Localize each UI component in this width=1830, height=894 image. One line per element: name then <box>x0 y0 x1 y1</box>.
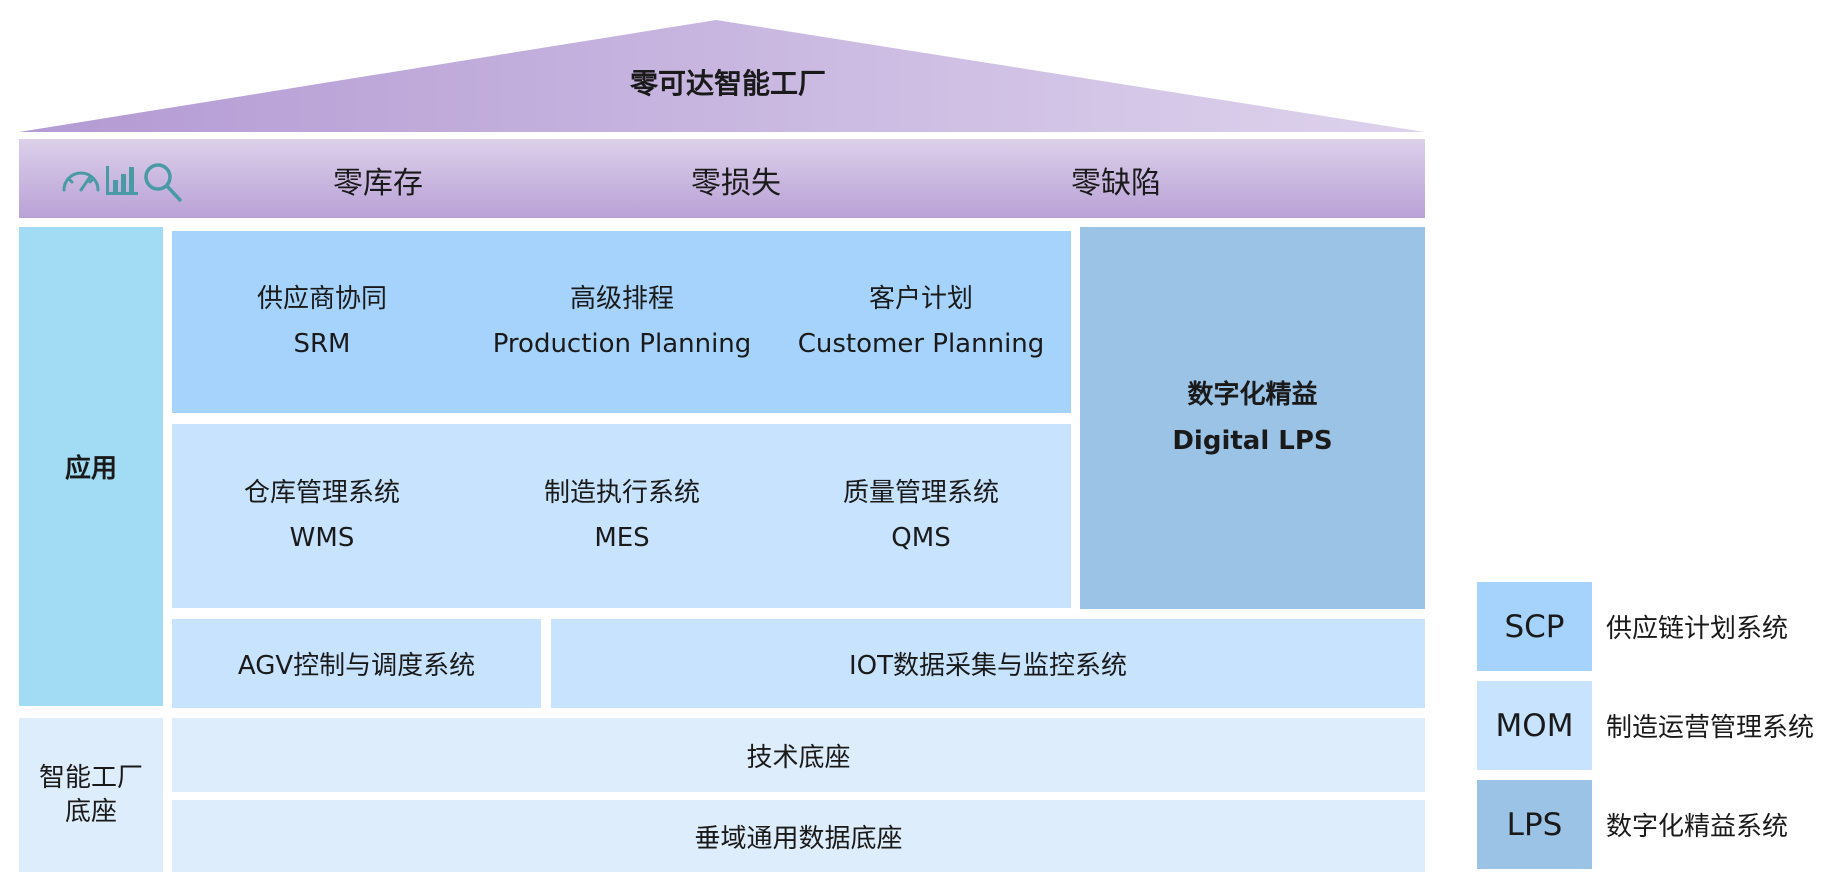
roof-triangle <box>19 20 1425 132</box>
kpi-icons <box>62 163 182 202</box>
module-wms: 仓库管理系统 WMS <box>172 424 472 608</box>
agv-system: AGV控制与调度系统 <box>172 619 541 708</box>
foundation-line-2: 底座 <box>64 797 117 827</box>
zero-defect: 零缺陷 <box>1071 166 1161 201</box>
module-mes-en: MES <box>594 523 650 553</box>
legend-scp-desc: 供应链计划系统 <box>1606 614 1789 644</box>
module-production-planning-en: Production Planning <box>492 329 752 359</box>
module-qms-en: QMS <box>891 523 951 553</box>
magnifier-icon <box>144 163 182 202</box>
module-customer-planning-cn: 客户计划 <box>868 284 973 314</box>
module-qms-cn: 质量管理系统 <box>842 478 999 508</box>
iot-system: IOT数据采集与监控系统 <box>551 619 1425 708</box>
scp-block: 供应商协同 SRM 高级排程 Production Planning 客户计划 … <box>172 231 1071 413</box>
lps-cn: 数字化精益 <box>1187 380 1318 410</box>
factory-title: 零可达智能工厂 <box>629 67 826 100</box>
module-wms-en: WMS <box>289 523 355 553</box>
module-customer-planning-en: Customer Planning <box>797 329 1045 359</box>
domain-data-foundation: 垂域通用数据底座 <box>172 800 1425 872</box>
legend-lps-swatch: LPS <box>1477 780 1592 869</box>
foundation-line-1: 智能工厂 <box>38 763 143 793</box>
module-srm: 供应商协同 SRM <box>172 231 472 413</box>
zero-goals-band <box>19 139 1425 218</box>
speedometer-icon <box>62 171 100 192</box>
module-production-planning-cn: 高级排程 <box>569 284 674 314</box>
legend-mom-desc: 制造运营管理系统 <box>1606 713 1815 743</box>
module-srm-cn: 供应商协同 <box>256 284 387 314</box>
module-production-planning: 高级排程 Production Planning <box>472 231 772 413</box>
legend-lps-desc: 数字化精益系统 <box>1606 812 1789 842</box>
lps-en: Digital LPS <box>1172 426 1333 456</box>
bar-chart-icon <box>106 166 138 195</box>
mom-block: 仓库管理系统 WMS 制造执行系统 MES 质量管理系统 QMS <box>172 424 1071 608</box>
zero-loss: 零损失 <box>691 166 781 201</box>
tech-foundation: 技术底座 <box>172 718 1425 792</box>
legend-mom-swatch: MOM <box>1477 681 1592 770</box>
module-qms: 质量管理系统 QMS <box>771 424 1071 608</box>
module-mes: 制造执行系统 MES <box>472 424 772 608</box>
module-customer-planning: 客户计划 Customer Planning <box>771 231 1071 413</box>
factory-foundation-label: 智能工厂 底座 <box>19 718 163 872</box>
module-wms-cn: 仓库管理系统 <box>243 478 400 508</box>
module-srm-en: SRM <box>293 329 351 359</box>
module-mes-cn: 制造执行系统 <box>543 478 700 508</box>
legend-scp-swatch: SCP <box>1477 582 1592 671</box>
application-layer-label: 应用 <box>19 227 163 706</box>
lps-block: 数字化精益 Digital LPS <box>1080 227 1425 609</box>
zero-inventory: 零库存 <box>333 166 423 201</box>
